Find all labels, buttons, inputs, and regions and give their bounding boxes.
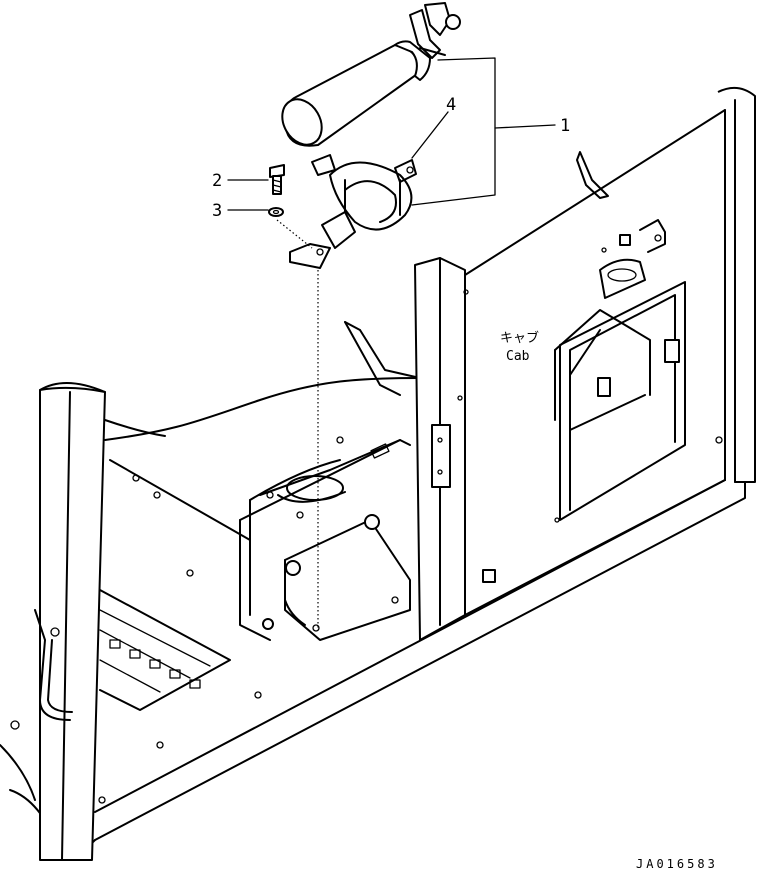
center-pillar: [414, 257, 469, 641]
callout-4: 4: [446, 95, 456, 115]
floor-hatch: [10, 474, 262, 804]
assembly-lines: [276, 219, 319, 630]
floor-frame: [0, 377, 746, 851]
central-console: [239, 321, 421, 641]
callout-3: 3: [212, 201, 222, 221]
cab-panel: [464, 86, 756, 616]
extinguisher-bracket: [289, 154, 417, 269]
leader-lines: [227, 57, 556, 211]
left-pillar: [34, 381, 106, 861]
callout-2: 2: [212, 171, 222, 191]
bolt: [269, 164, 285, 195]
callout-1: 1: [560, 116, 570, 136]
panel-label-en: Cab: [506, 349, 530, 364]
document-id: JA016583: [636, 857, 718, 871]
fire-extinguisher: [281, 2, 461, 147]
panel-label-jp: キャブ: [500, 330, 539, 346]
washer: [268, 207, 284, 217]
